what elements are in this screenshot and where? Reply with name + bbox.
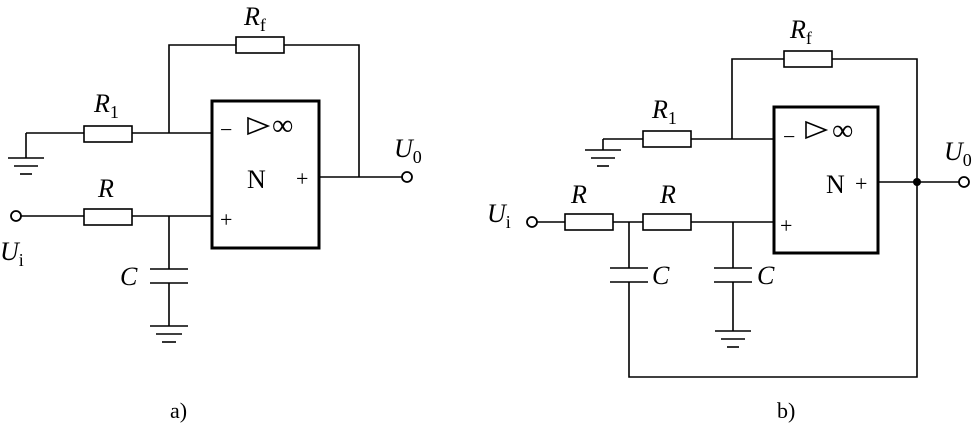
opamp-a-n-label: N <box>247 165 266 194</box>
opamp-b-output-plus-label: + <box>855 171 867 196</box>
resistor-r-left-b <box>564 213 614 231</box>
input-terminal-a <box>10 210 22 222</box>
opamp-b-triangle-icon <box>805 120 829 140</box>
r1-label-a: R1 <box>93 89 119 122</box>
output-terminal-a <box>401 171 413 183</box>
capacitor-c-right-b <box>714 267 752 283</box>
opamp-b-n-label: N <box>826 170 845 199</box>
output-terminal-b <box>958 176 970 188</box>
opamp-a-output-plus-label: + <box>296 166 308 191</box>
resistor-r1-b <box>642 130 692 148</box>
ground-icon <box>715 330 751 348</box>
input-terminal-b <box>526 216 538 228</box>
capacitor-left-feedback-wire-b <box>628 182 918 378</box>
opamp-a-infinity-label: ∞ <box>272 109 293 142</box>
resistor-r-right-b <box>642 213 692 231</box>
feedback-wire-b <box>731 58 918 182</box>
circuit-a: Rf R1 R C − ∞ N + + U0 Ui a) <box>0 2 422 423</box>
u0-label-b: U0 <box>944 137 972 170</box>
r-left-label-b: R <box>570 180 587 209</box>
caption-a: a) <box>170 398 187 423</box>
opamp-b-box <box>772 105 880 255</box>
opamp-b-input-plus-label: + <box>780 213 792 238</box>
circuit-b: Rf R1 R R C C − ∞ N + + U0 Ui b) <box>487 15 972 423</box>
capacitor-c-a <box>150 268 188 284</box>
ground-icon <box>8 157 44 175</box>
u0-label-a: U0 <box>394 134 422 167</box>
capacitor-c-left-b <box>610 267 648 283</box>
resistor-r-a <box>83 208 133 226</box>
resistor-rf-a <box>235 36 285 54</box>
ui-label-a: Ui <box>0 237 24 270</box>
c-right-label-b: C <box>757 261 775 290</box>
rf-label-a: Rf <box>243 2 266 35</box>
c-label-a: C <box>120 262 138 291</box>
ground-icon <box>150 325 188 343</box>
r-label-a: R <box>97 174 114 203</box>
feedback-wire-a <box>168 44 360 177</box>
opamp-a-input-plus-label: + <box>220 207 232 232</box>
opamp-a-minus-label: − <box>220 117 232 142</box>
caption-b: b) <box>777 398 795 423</box>
c-left-label-b: C <box>652 261 670 290</box>
resistor-r1-a <box>83 125 133 143</box>
ground-icon <box>585 149 621 167</box>
resistor-rf-b <box>783 50 833 68</box>
r-right-label-b: R <box>659 180 676 209</box>
r1-label-b: R1 <box>651 95 677 128</box>
ui-label-b: Ui <box>487 199 511 232</box>
opamp-b-infinity-label: ∞ <box>832 114 853 147</box>
opamp-b-minus-label: − <box>783 124 795 149</box>
opamp-a-triangle-icon <box>247 116 271 136</box>
rf-label-b: Rf <box>789 15 812 48</box>
